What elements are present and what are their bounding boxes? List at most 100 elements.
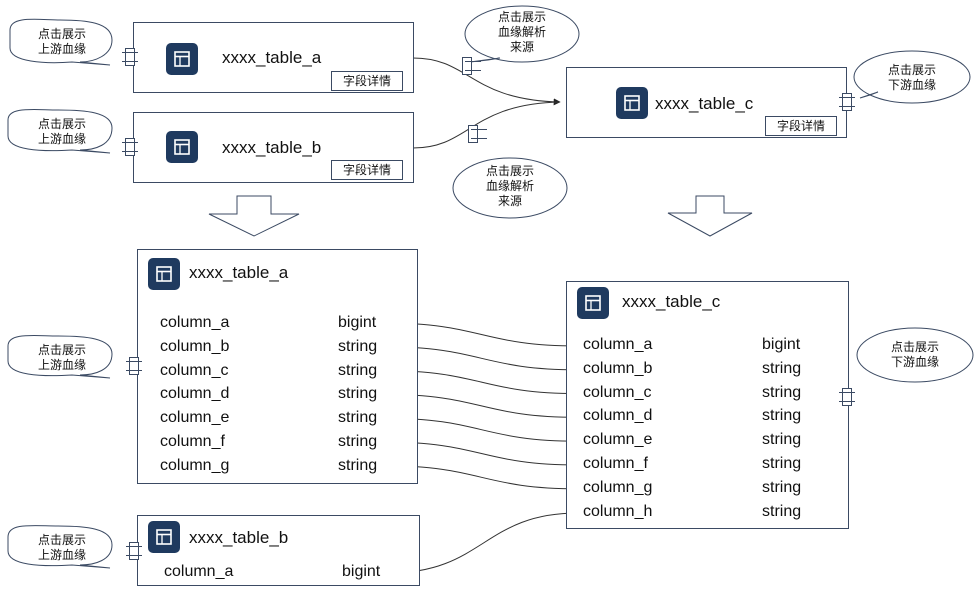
column-type: string bbox=[762, 478, 802, 496]
bubble-shape bbox=[7, 108, 113, 154]
column-type: string bbox=[338, 361, 378, 379]
down-arrow bbox=[208, 195, 300, 237]
column-type: string bbox=[338, 409, 378, 427]
bubble-line: 点击展示 bbox=[37, 27, 86, 41]
downstream-expand-handle[interactable] bbox=[839, 93, 855, 111]
table-node-c[interactable]: xxxx_table_c 字段详情 bbox=[566, 67, 847, 138]
upstream-expand-handle[interactable] bbox=[122, 48, 138, 66]
column-lineage-line bbox=[388, 509, 579, 574]
table-node-a[interactable]: xxxx_table_a 字段详情 bbox=[133, 22, 414, 93]
bubble-shape bbox=[7, 334, 113, 379]
table-icon bbox=[148, 258, 180, 290]
column-name: column_c bbox=[160, 361, 229, 379]
lineage-line bbox=[412, 101, 561, 149]
lineage-source-bubble: 点击展示 血缘解析 来源 bbox=[466, 164, 554, 209]
column-name: column_b bbox=[160, 337, 230, 355]
column-type: string bbox=[762, 455, 802, 472]
bubble-line: 点击展示 bbox=[890, 340, 939, 354]
table-icon bbox=[616, 87, 648, 119]
column-name: column_f bbox=[160, 433, 225, 450]
table-icon bbox=[148, 521, 180, 553]
bubble-shape bbox=[452, 157, 568, 219]
bubble-line: 点击展示 bbox=[485, 164, 534, 178]
bubble-line: 上游血缘 bbox=[37, 548, 86, 562]
column-name: column_a bbox=[160, 314, 230, 331]
field-details-button[interactable]: 字段详情 bbox=[765, 116, 837, 136]
column-type: string bbox=[338, 433, 378, 450]
field-details-button[interactable]: 字段详情 bbox=[331, 71, 403, 91]
lineage-source-handle[interactable] bbox=[462, 57, 481, 75]
bubble-line: 点击展示 bbox=[37, 343, 86, 357]
downstream-lineage-bubble: 点击展示 下游血缘 bbox=[871, 340, 959, 370]
lineage-line bbox=[412, 57, 561, 106]
table-name: xxxx_table_a bbox=[189, 263, 289, 282]
column-name: column_h bbox=[583, 502, 653, 520]
column-name: column_e bbox=[583, 431, 653, 449]
column-type: bigint bbox=[342, 563, 381, 580]
bubble-line: 上游血缘 bbox=[37, 132, 86, 146]
table-name: xxxx_table_c bbox=[655, 94, 754, 113]
bubble-line: 上游血缘 bbox=[37, 42, 86, 56]
table-icon bbox=[166, 131, 198, 163]
table-node-b[interactable]: xxxx_table_b 字段详情 bbox=[133, 112, 414, 183]
upstream-lineage-bubble: 点击展示 上游血缘 bbox=[18, 343, 106, 373]
down-arrow bbox=[667, 195, 753, 237]
bubble-shape bbox=[9, 18, 113, 66]
column-type: string bbox=[338, 337, 378, 355]
field-details-button[interactable]: 字段详情 bbox=[331, 160, 403, 180]
column-type: string bbox=[338, 385, 378, 403]
detail-table-b: xxxx_table_b column_a bigint bbox=[137, 515, 420, 586]
upstream-lineage-bubble: 点击展示 上游血缘 bbox=[18, 27, 106, 57]
table-name: xxxx_table_c bbox=[622, 292, 721, 311]
bubble-shape bbox=[853, 50, 971, 104]
bubble-line: 血缘解析 bbox=[497, 25, 546, 39]
bubble-shape bbox=[7, 525, 113, 569]
column-type: string bbox=[762, 502, 802, 520]
upstream-expand-handle[interactable] bbox=[126, 357, 142, 375]
column-type: string bbox=[762, 359, 802, 377]
upstream-expand-handle[interactable] bbox=[126, 542, 142, 560]
bubble-line: 上游血缘 bbox=[37, 358, 86, 372]
table-icon bbox=[577, 287, 609, 319]
column-type: string bbox=[338, 456, 378, 474]
column-type: bigint bbox=[338, 314, 377, 331]
table-name: xxxx_table_b bbox=[222, 138, 322, 157]
bubble-line: 点击展示 bbox=[887, 63, 936, 77]
column-name: column_a bbox=[583, 336, 653, 353]
column-name: column_c bbox=[583, 383, 652, 401]
upstream-lineage-bubble: 点击展示 上游血缘 bbox=[18, 117, 106, 147]
column-type: string bbox=[762, 383, 802, 401]
bubble-line: 点击展示 bbox=[497, 10, 546, 24]
table-icon bbox=[166, 43, 198, 75]
bubble-line: 来源 bbox=[509, 40, 534, 54]
column-name: column_e bbox=[160, 409, 230, 427]
column-type: bigint bbox=[762, 336, 801, 353]
column-name: column_a bbox=[164, 563, 234, 580]
bubble-line: 点击展示 bbox=[37, 117, 86, 131]
bubble-line: 来源 bbox=[497, 194, 522, 208]
downstream-expand-handle[interactable] bbox=[839, 388, 855, 406]
column-name: column_f bbox=[583, 455, 648, 472]
upstream-lineage-bubble: 点击展示 上游血缘 bbox=[18, 533, 106, 563]
bubble-line: 下游血缘 bbox=[887, 78, 936, 92]
lineage-source-bubble: 点击展示 血缘解析 来源 bbox=[478, 10, 566, 55]
column-name: column_d bbox=[160, 385, 230, 403]
column-name: column_b bbox=[583, 359, 653, 377]
table-name: xxxx_table_b bbox=[189, 528, 289, 547]
column-name: column_g bbox=[583, 478, 653, 496]
lineage-source-handle[interactable] bbox=[468, 125, 487, 143]
bubble-shape bbox=[464, 5, 580, 63]
column-name: column_d bbox=[583, 407, 653, 425]
bubble-line: 血缘解析 bbox=[485, 179, 534, 193]
column-name: column_g bbox=[160, 456, 230, 474]
table-name: xxxx_table_a bbox=[222, 48, 322, 67]
downstream-lineage-bubble: 点击展示 下游血缘 bbox=[868, 63, 956, 93]
upstream-expand-handle[interactable] bbox=[122, 138, 138, 156]
column-type: string bbox=[762, 407, 802, 425]
bubble-line: 下游血缘 bbox=[890, 355, 939, 369]
bubble-shape bbox=[856, 327, 974, 383]
bubble-shape bbox=[859, 91, 879, 99]
